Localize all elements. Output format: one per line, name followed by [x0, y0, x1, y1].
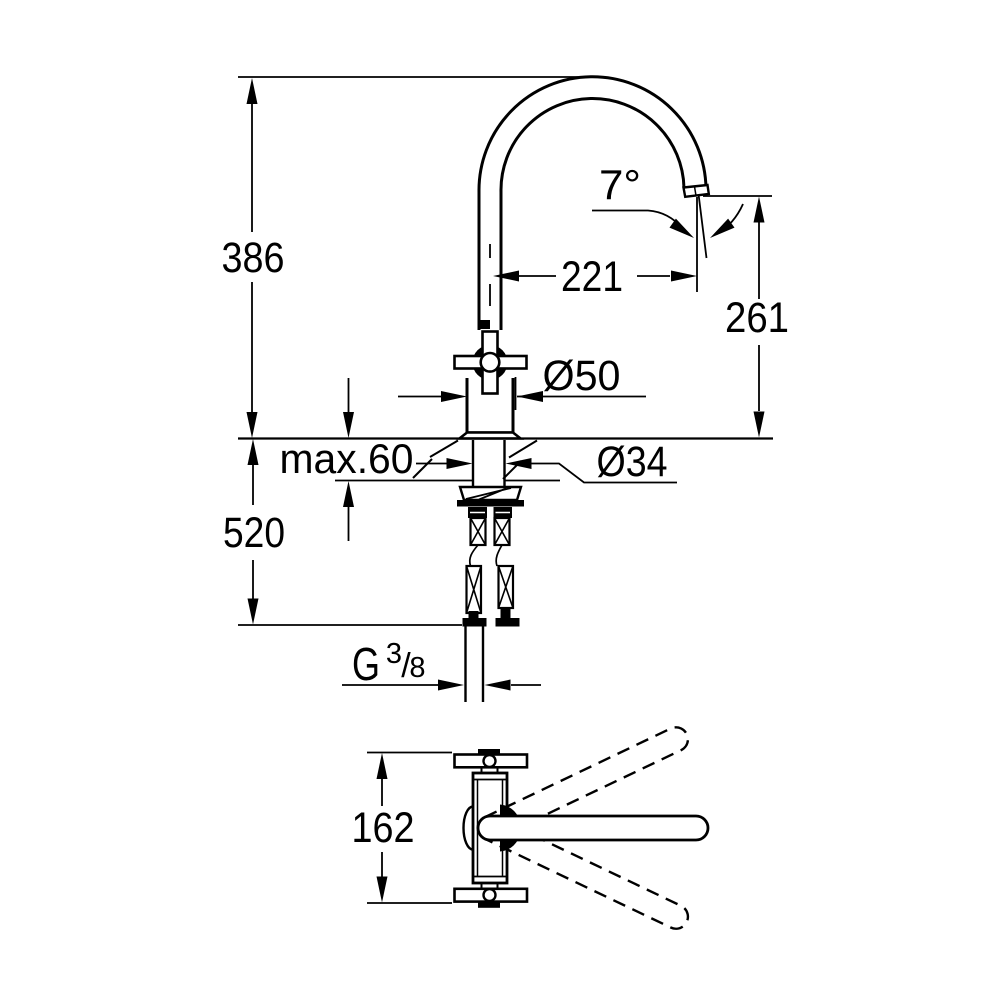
- dim-outlet-angle-label: 7°: [599, 161, 641, 208]
- dim-top-view-depth-label: 162: [352, 804, 415, 852]
- dimension-arrowheads: [246, 78, 765, 903]
- spout-root-shadow-lower: [500, 839, 519, 852]
- dim-outlet-height-label: 261: [725, 294, 789, 342]
- dim-hole-diameter-label: Ø34: [597, 438, 668, 486]
- dim-spout-reach-label: 221: [561, 253, 623, 301]
- riser-collar: [479, 320, 490, 329]
- dimension-labels: 386 520 max.60 Ø50 Ø34 221 261 7° 162 G …: [222, 161, 790, 852]
- thread-denominator-label: 8: [409, 652, 425, 684]
- cross-handle: [453, 330, 528, 395]
- top-view-handle-bottom: [453, 883, 529, 908]
- top-view-left-bulge: [462, 805, 474, 851]
- supply-hose: [464, 626, 485, 702]
- thread-slash-label: /: [401, 647, 411, 685]
- spout-root-shadow-upper: [500, 804, 519, 817]
- mounting-hardware: [457, 485, 524, 702]
- deck-hatching: [412, 439, 538, 480]
- dim-below-deck-label: 520: [223, 509, 285, 557]
- spout-arc: [477, 75, 708, 330]
- dim-body-diameter-label: Ø50: [543, 352, 621, 400]
- thread-g-label: G: [352, 638, 380, 690]
- faucet-top-view: [453, 726, 710, 930]
- mounting-shank: [471, 440, 506, 487]
- dim-max-deck-label: max.60: [280, 435, 414, 482]
- top-view-spout: [476, 814, 710, 842]
- thread-size-label: G 3 / 8: [352, 638, 426, 690]
- top-view-handle-top: [453, 749, 529, 773]
- spout-outlet: [682, 183, 711, 199]
- thread-numerator-label: 3: [386, 638, 402, 670]
- dim-total-height-label: 386: [222, 234, 285, 282]
- faucet-side-view: [238, 75, 773, 702]
